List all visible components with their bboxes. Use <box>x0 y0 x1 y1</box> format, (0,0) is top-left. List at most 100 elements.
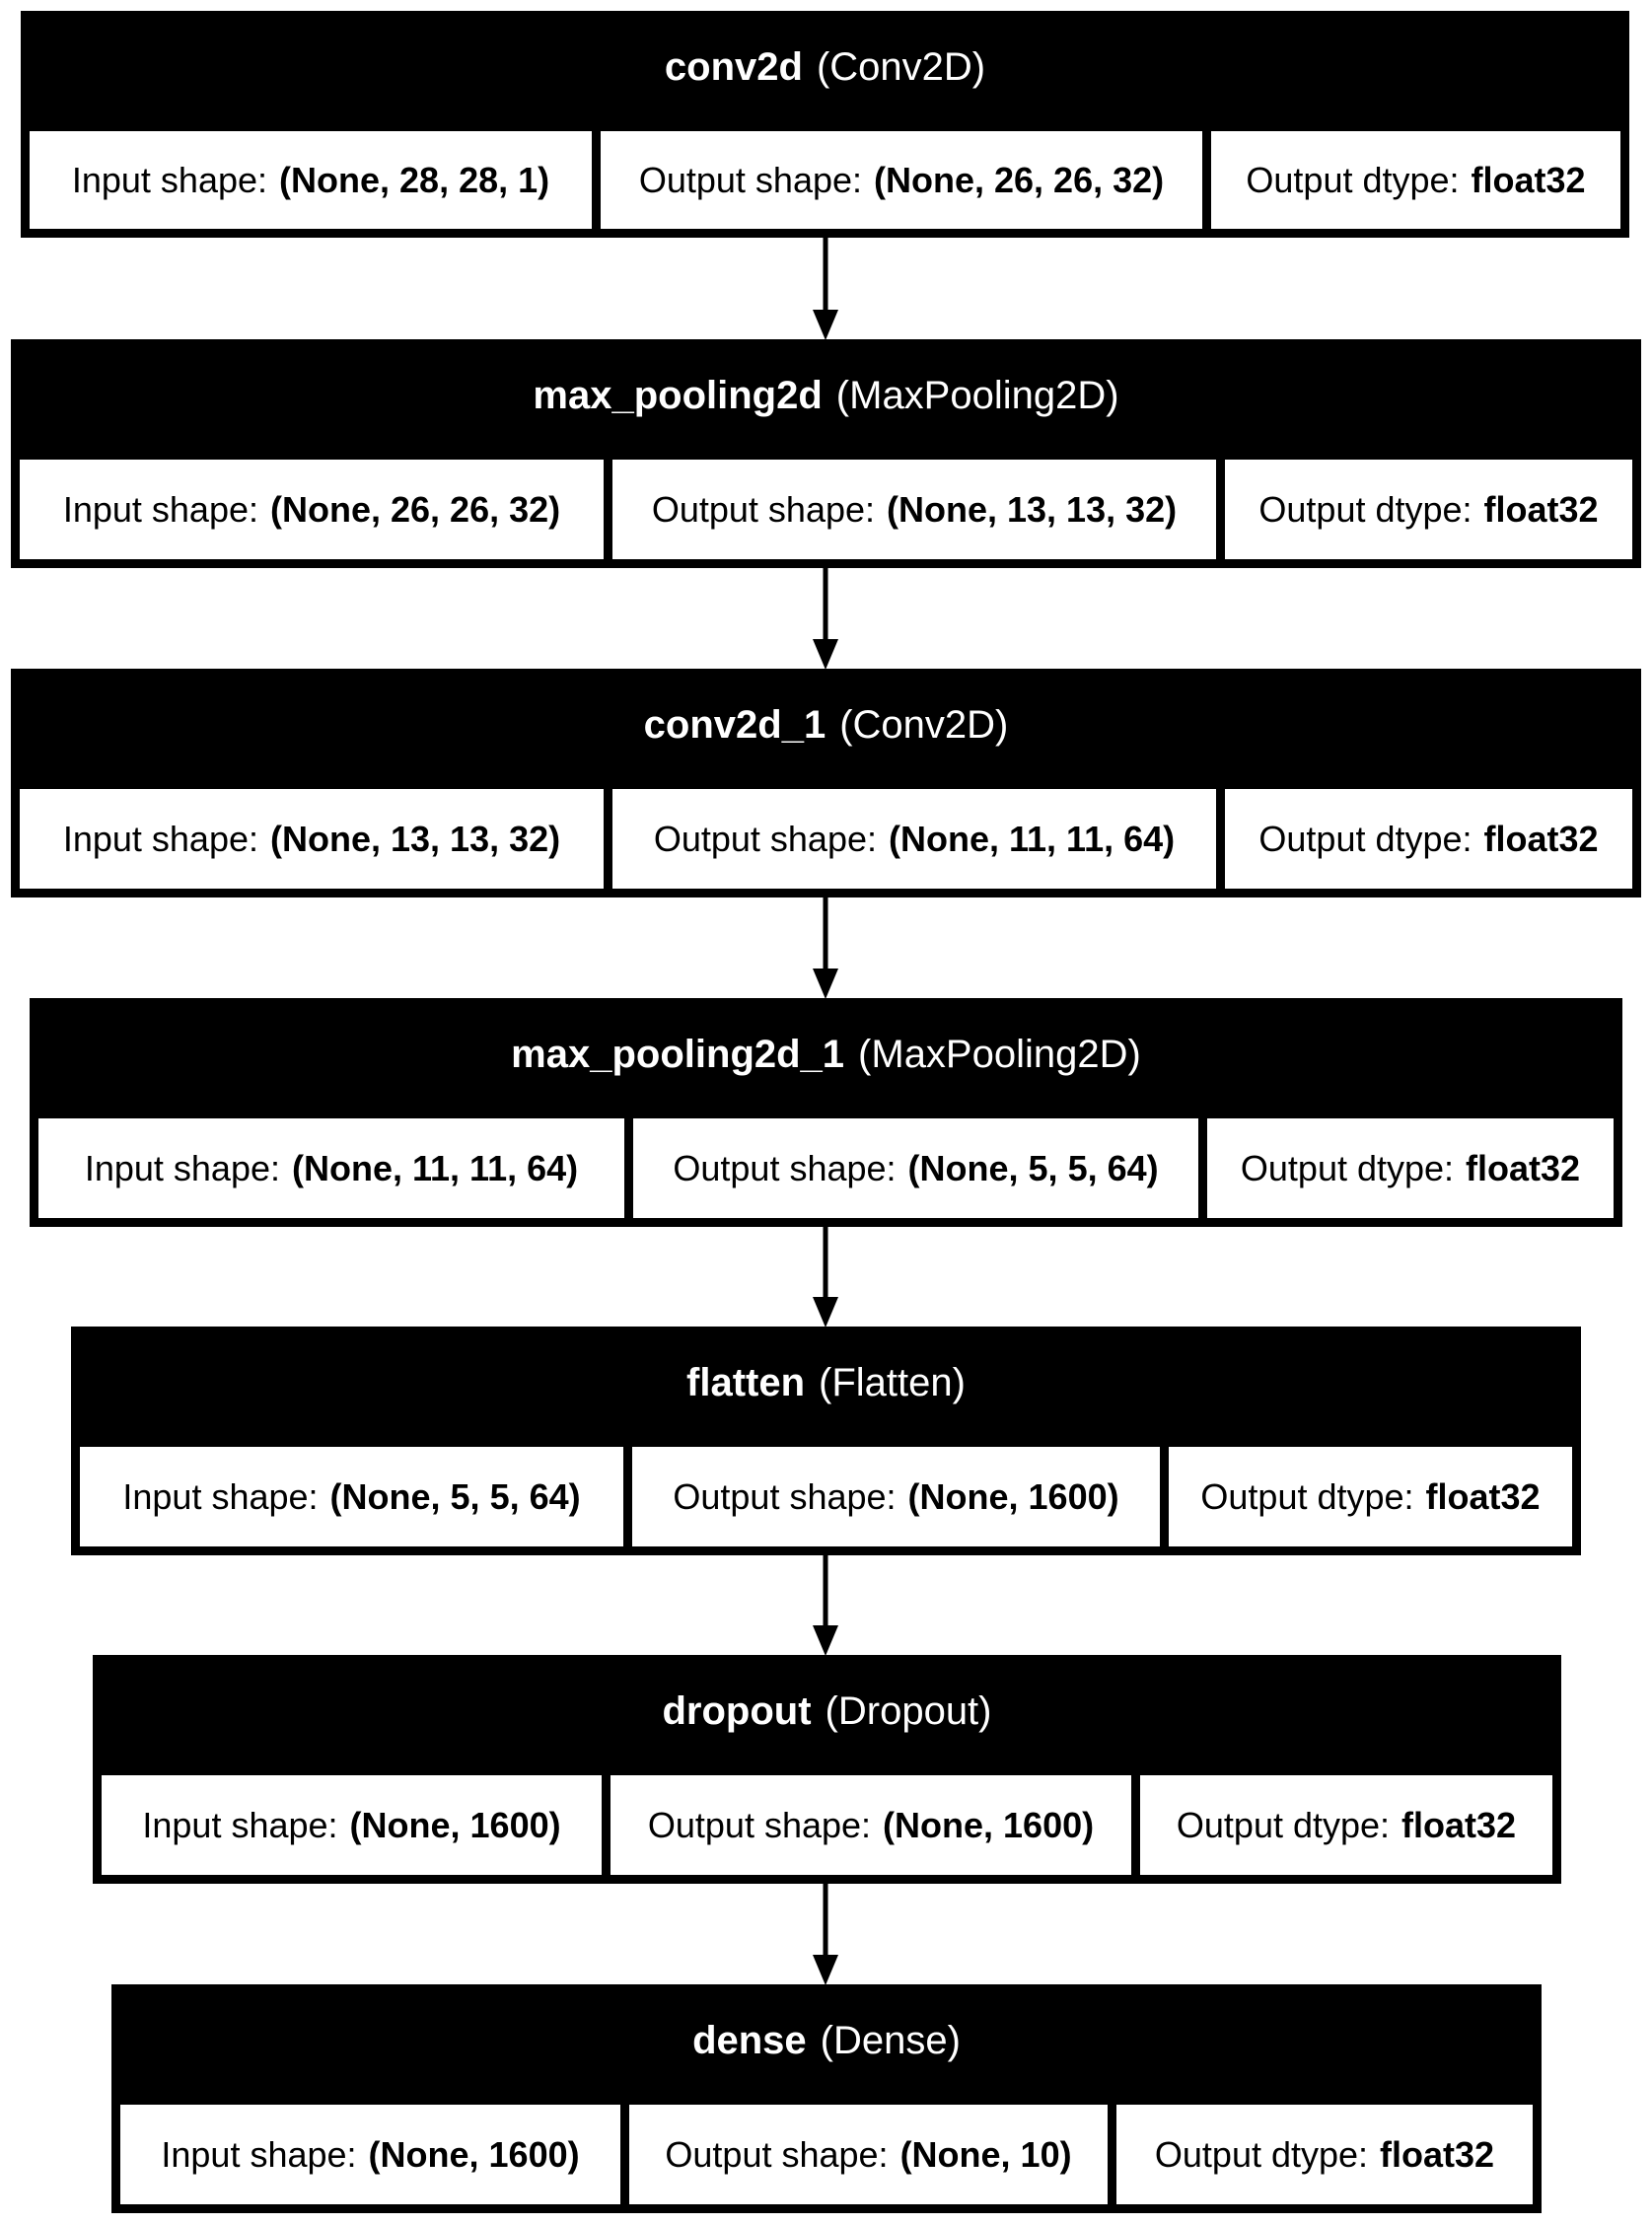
layer-class: (Flatten) <box>819 1361 966 1404</box>
layer-class: (Conv2D) <box>839 703 1009 747</box>
output-dtype-cell-value: float32 <box>1401 1804 1517 1845</box>
output-dtype-cell: Output dtype: float32 <box>1169 1447 1572 1546</box>
input-shape-cell-label: Input shape: <box>62 818 259 859</box>
input-shape-cell-label: Input shape: <box>84 1147 280 1188</box>
input-shape-cell-value: (None, 5, 5, 64) <box>329 1475 581 1517</box>
edge-max_pooling2d-to-conv2d_1 <box>813 568 838 670</box>
layer-header: max_pooling2d_1 (MaxPooling2D) <box>30 998 1622 1112</box>
layer-name: conv2d <box>664 45 803 89</box>
layer-class: (MaxPooling2D) <box>858 1033 1141 1076</box>
output-shape-cell-label: Output shape: <box>673 1475 897 1517</box>
arrowhead-icon <box>813 639 838 670</box>
output-shape-cell-value: (None, 5, 5, 64) <box>907 1147 1159 1188</box>
input-shape-cell-value: (None, 13, 13, 32) <box>270 818 561 859</box>
input-shape-cell-label: Input shape: <box>161 2133 357 2175</box>
output-shape-cell-value: (None, 13, 13, 32) <box>887 488 1178 530</box>
edge-conv2d_1-to-max_pooling2d_1 <box>813 897 838 999</box>
output-shape-cell-label: Output shape: <box>651 488 876 530</box>
arrowhead-icon <box>813 1297 838 1328</box>
input-shape-cell-value: (None, 11, 11, 64) <box>292 1147 579 1188</box>
output-dtype-cell-label: Output dtype: <box>1240 1147 1455 1188</box>
output-shape-cell-label: Output shape: <box>653 818 877 859</box>
output-dtype-cell-label: Output dtype: <box>1246 159 1460 200</box>
layer-name: max_pooling2d_1 <box>511 1033 845 1076</box>
edge-max_pooling2d_1-to-flatten <box>813 1227 838 1328</box>
layer-name: dense <box>692 2019 807 2062</box>
output-shape-cell: Output shape:(None, 10) <box>629 2105 1108 2204</box>
input-shape-cell-label: Input shape: <box>142 1804 338 1845</box>
edge-conv2d-to-max_pooling2d <box>813 238 838 340</box>
output-dtype-cell: Output dtype: float32 <box>1211 131 1620 229</box>
input-shape-cell: Input shape: (None, 1600) <box>120 2105 620 2204</box>
output-shape-cell: Output shape: (None, 26, 26, 32) <box>601 131 1202 229</box>
arrowhead-icon <box>813 969 838 999</box>
arrowhead-icon <box>813 1625 838 1656</box>
output-shape-cell-label: Output shape: <box>647 1804 872 1845</box>
layer-header: flatten (Flatten) <box>71 1327 1581 1440</box>
output-dtype-cell-label: Output dtype: <box>1258 818 1472 859</box>
edge-flatten-to-dropout <box>813 1555 838 1656</box>
output-shape-cell-value: (None, 11, 11, 64) <box>889 818 1176 859</box>
layer-header: dense (Dense) <box>111 1984 1542 2098</box>
layer-node-dense: dense (Dense) Input shape: (None, 1600) Outp… <box>111 1984 1542 2213</box>
output-dtype-cell-value: float32 <box>1425 1475 1541 1517</box>
output-dtype-cell: Output dtype: float32 <box>1116 2105 1533 2204</box>
output-shape-cell: Output shape: (None, 1600) <box>611 1775 1131 1875</box>
layer-name: conv2d_1 <box>643 703 826 747</box>
edge-dropout-to-dense <box>813 1884 838 1985</box>
output-dtype-cell: Output dtype:float32 <box>1140 1775 1552 1875</box>
input-shape-cell: Input shape: (None, 26, 26, 32) <box>20 460 604 559</box>
output-shape-cell-value: (None, 26, 26, 32) <box>874 159 1165 200</box>
input-shape-cell-label: Input shape: <box>122 1475 319 1517</box>
output-shape-cell: Output shape:(None, 1600) <box>632 1447 1160 1546</box>
layer-class: (Dense) <box>820 2019 961 2062</box>
layer-node-max_pooling2d: max_pooling2d (MaxPooling2D) Input shape: (… <box>11 339 1641 568</box>
output-shape-cell-value: (None, 1600) <box>883 1804 1095 1845</box>
input-shape-cell-value: (None, 26, 26, 32) <box>270 488 561 530</box>
input-shape-cell: Input shape:(None, 5, 5, 64) <box>80 1447 623 1546</box>
layer-header: conv2d_1 (Conv2D) <box>11 669 1641 782</box>
layer-class: (MaxPooling2D) <box>835 374 1119 417</box>
input-shape-cell: Input shape: (None, 13, 13, 32) <box>20 789 604 889</box>
layer-header: max_pooling2d (MaxPooling2D) <box>11 339 1641 453</box>
input-shape-cell-value: (None, 28, 28, 1) <box>279 159 550 200</box>
arrowhead-icon <box>813 1955 838 1985</box>
output-dtype-cell-label: Output dtype: <box>1200 1475 1414 1517</box>
layer-node-conv2d_1: conv2d_1 (Conv2D) Input shape: (None, 13, 1… <box>11 669 1641 897</box>
input-shape-cell: Input shape: (None, 11, 11, 64) <box>38 1118 624 1218</box>
layer-node-conv2d: conv2d (Conv2D) Input shape: (None, 28, 28,… <box>21 11 1629 238</box>
output-dtype-cell-value: float32 <box>1471 159 1586 200</box>
input-shape-cell: Input shape: (None, 28, 28, 1) <box>30 131 592 229</box>
output-shape-cell-value: (None, 1600) <box>907 1475 1119 1517</box>
output-dtype-cell: Output dtype: float32 <box>1225 460 1632 559</box>
output-shape-cell: Output shape:(None, 5, 5, 64) <box>633 1118 1198 1218</box>
output-dtype-cell-label: Output dtype: <box>1176 1804 1391 1845</box>
layer-name: max_pooling2d <box>533 374 823 417</box>
layer-name: dropout <box>662 1689 812 1733</box>
arrowhead-icon <box>813 310 838 340</box>
output-dtype-cell-label: Output dtype: <box>1258 488 1472 530</box>
output-dtype-cell-value: float32 <box>1483 818 1599 859</box>
output-dtype-cell: Output dtype: float32 <box>1225 789 1632 889</box>
output-shape-cell: Output shape: (None, 11, 11, 64) <box>612 789 1216 889</box>
output-shape-cell-label: Output shape: <box>638 159 863 200</box>
output-shape-cell: Output shape: (None, 13, 13, 32) <box>612 460 1216 559</box>
layer-node-dropout: dropout(Dropout)Input shape:(None, 1600)… <box>93 1655 1561 1884</box>
output-dtype-cell-label: Output dtype: <box>1154 2133 1369 2175</box>
input-shape-cell: Input shape:(None, 1600) <box>102 1775 602 1875</box>
output-shape-cell-label: Output shape: <box>665 2133 889 2175</box>
output-dtype-cell: Output dtype: float32 <box>1207 1118 1614 1218</box>
input-shape-cell-value: (None, 1600) <box>368 2133 580 2175</box>
layer-name: flatten <box>686 1361 806 1404</box>
layer-header: conv2d (Conv2D) <box>21 11 1629 124</box>
layer-node-max_pooling2d_1: max_pooling2d_1 (MaxPooling2D) Input shape… <box>30 998 1622 1227</box>
input-shape-cell-label: Input shape: <box>71 159 268 200</box>
output-dtype-cell-value: float32 <box>1466 1147 1581 1188</box>
layer-class: (Conv2D) <box>816 45 986 89</box>
layer-header: dropout (Dropout) <box>93 1655 1561 1768</box>
input-shape-cell-label: Input shape: <box>62 488 259 530</box>
output-shape-cell-value: (None, 10) <box>899 2133 1072 2175</box>
output-dtype-cell-value: float32 <box>1380 2133 1495 2175</box>
layer-class: (Dropout) <box>825 1689 992 1733</box>
output-dtype-cell-value: float32 <box>1483 488 1599 530</box>
